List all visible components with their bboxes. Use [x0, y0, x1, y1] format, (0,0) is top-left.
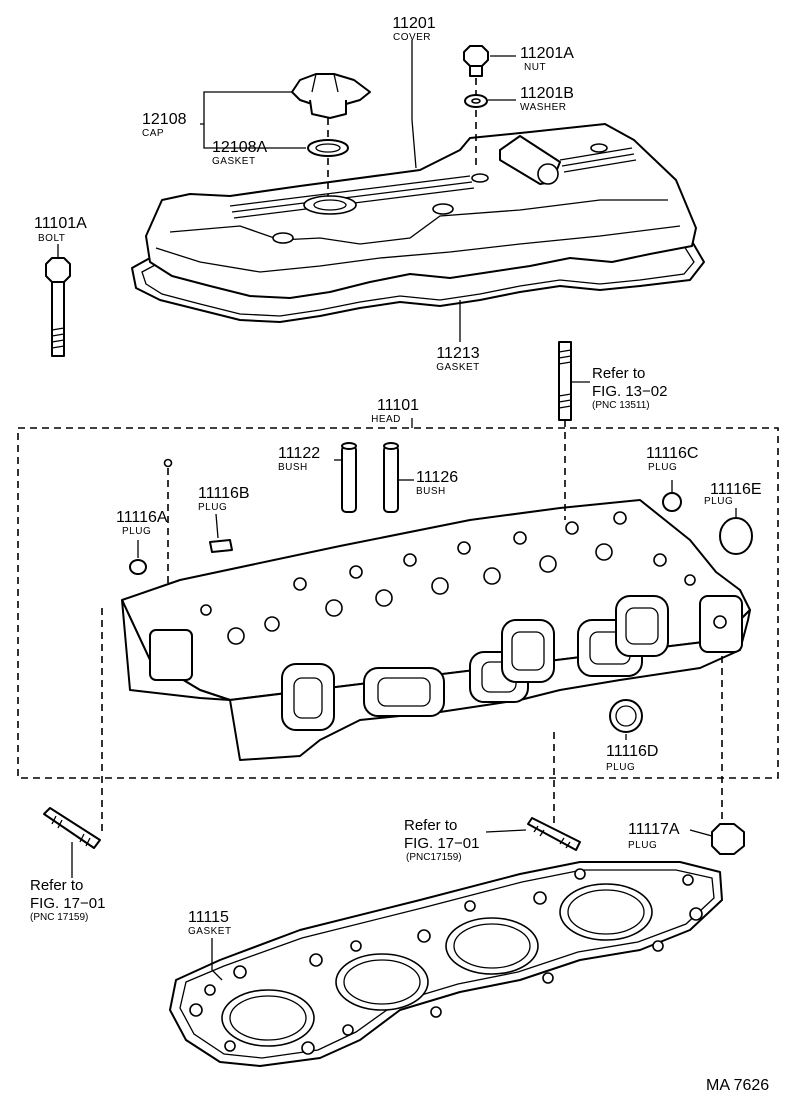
- part-name: BUSH: [416, 486, 446, 497]
- part-label-cover: 11201 COVER: [392, 15, 435, 43]
- part-name: PLUG: [648, 462, 677, 473]
- plugs-drawing: [129, 458, 753, 733]
- part-name: COVER: [393, 32, 431, 43]
- diagram-id: MA 7626: [706, 1077, 769, 1094]
- plug-11117a-drawing: [711, 823, 745, 855]
- reference-line2: FIG. 13−02: [592, 383, 667, 400]
- part-label-plug-a: 11116A PLUG: [116, 509, 168, 537]
- part-label-plug-11117a: 11117A PLUG: [628, 821, 680, 851]
- part-name: PLUG: [122, 526, 151, 537]
- nut-washer-drawing: [463, 45, 489, 108]
- part-name: GASKET: [212, 156, 256, 167]
- part-number: 11201B: [520, 85, 574, 102]
- part-label-head-gasket: 11115 GASKET: [188, 909, 232, 937]
- part-number: 11117A: [628, 821, 680, 838]
- part-number: 12108A: [212, 139, 267, 156]
- leader-lines: [57, 40, 737, 981]
- part-label-plug-c: 11116C PLUG: [646, 445, 698, 473]
- reference-line1: Refer to: [30, 877, 83, 894]
- part-number: 11122: [278, 445, 320, 462]
- part-number: 11115: [188, 909, 229, 926]
- bushes-drawing: [341, 442, 399, 513]
- studs-17-01-drawing: [43, 807, 581, 851]
- part-label-nut: 11201A NUT: [520, 45, 574, 73]
- part-name: WASHER: [520, 102, 567, 113]
- part-name: BOLT: [38, 233, 65, 244]
- part-name: NUT: [524, 62, 546, 73]
- part-number: 11213: [436, 345, 479, 362]
- oil-cap-drawing: [291, 73, 371, 157]
- reference-fig-17-01-left: Refer to FIG. 17−01 (PNC 17159): [30, 877, 105, 923]
- reference-line1: Refer to: [404, 817, 457, 834]
- reference-pnc: (PNC 17159): [30, 912, 88, 923]
- reference-line2: FIG. 17−01: [30, 895, 105, 912]
- part-label-cap-gasket: 12108A GASKET: [212, 139, 267, 167]
- part-label-plug-e: 11116E PLUG: [704, 481, 762, 507]
- part-label-head: 11101 HEAD: [371, 397, 419, 425]
- part-number: 12108: [142, 111, 187, 128]
- head-boundary: [17, 427, 779, 779]
- part-number: 11116B: [198, 485, 250, 502]
- part-number: 11101: [377, 397, 419, 414]
- reference-fig-13-02: Refer to FIG. 13−02 (PNC 13511): [592, 365, 667, 411]
- part-label-cover-gasket: 11213 GASKET: [436, 345, 480, 373]
- part-number: 11126: [416, 469, 458, 486]
- part-name: PLUG: [628, 840, 657, 851]
- part-label-plug-b: 11116B PLUG: [198, 485, 250, 513]
- part-label-plug-d: 11116D PLUG: [606, 743, 658, 773]
- part-label-washer: 11201B WASHER: [520, 85, 574, 113]
- head-bolt-drawing: [45, 257, 71, 357]
- part-name: GASKET: [188, 926, 232, 937]
- part-name: BUSH: [278, 462, 308, 473]
- part-label-bolt: 11101A BOLT: [34, 215, 87, 244]
- part-name: PLUG: [198, 502, 227, 513]
- part-number: 11101A: [34, 215, 87, 232]
- part-label-bush-a: 11122 BUSH: [278, 445, 320, 473]
- part-number: 11116A: [116, 509, 168, 526]
- part-label-bush-b: 11126 BUSH: [416, 469, 458, 497]
- reference-pnc: (PNC 13511): [592, 400, 650, 411]
- part-name: PLUG: [606, 762, 635, 773]
- part-number: 11201A: [520, 45, 574, 62]
- cylinder-head-drawing: [121, 499, 751, 761]
- reference-fig-17-01-center: Refer to FIG. 17−01 (PNC17159): [404, 817, 479, 863]
- part-name: CAP: [142, 128, 164, 139]
- reference-pnc: (PNC17159): [406, 852, 462, 863]
- part-number: 11116E: [710, 481, 762, 498]
- stud-13-02-drawing: [558, 341, 572, 421]
- head-gasket-drawing: [169, 861, 723, 1067]
- part-number: 11116C: [646, 445, 698, 462]
- part-number: 11201: [392, 15, 435, 32]
- valve-cover-drawing: [145, 123, 697, 299]
- part-name: HEAD: [371, 414, 401, 425]
- reference-line1: Refer to: [592, 365, 645, 382]
- part-name: GASKET: [436, 362, 480, 373]
- part-label-cap: 12108 CAP: [142, 111, 187, 139]
- reference-line2: FIG. 17−01: [404, 835, 479, 852]
- part-name: PLUG: [704, 496, 733, 507]
- part-number: 11116D: [606, 743, 658, 760]
